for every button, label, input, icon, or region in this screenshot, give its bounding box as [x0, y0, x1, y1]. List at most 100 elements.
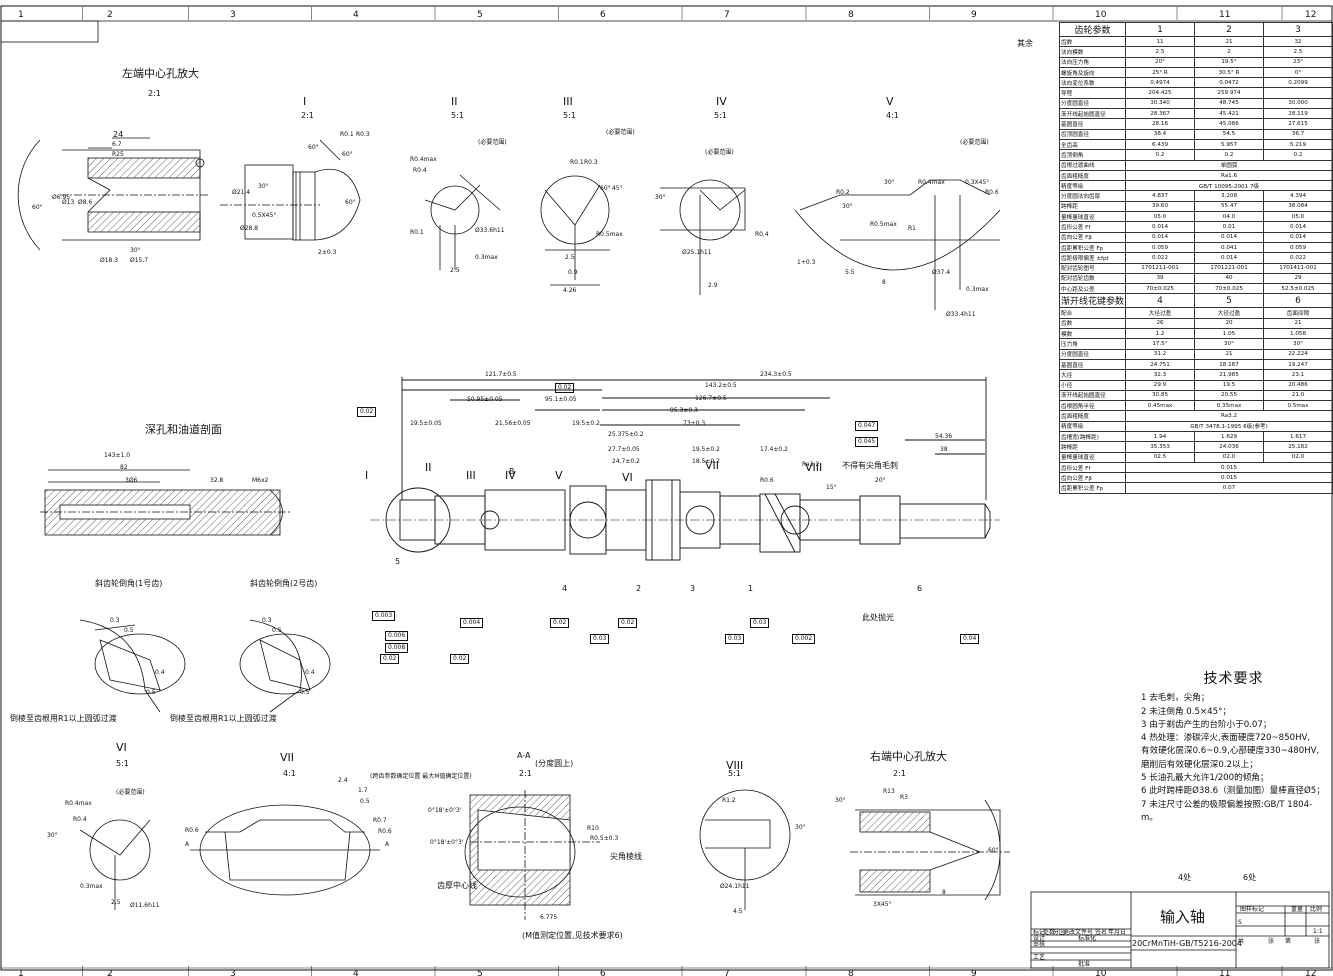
dim-label: 73±0.3: [683, 420, 706, 427]
tech-title: 技术要求: [1203, 671, 1264, 687]
dim-label: 30°: [47, 832, 58, 839]
dim-label: 60°: [32, 204, 43, 211]
table-cell: 21: [1263, 317, 1333, 330]
material-spec: 20CrMnTiH-GB/T5216-2004: [1132, 939, 1242, 948]
zone-number: 5: [477, 10, 483, 20]
table-cell: 齿根过渡曲线: [1059, 159, 1126, 171]
dim-label: 0°18'±0°3': [428, 807, 462, 814]
table-cell: 0.022: [1263, 252, 1333, 264]
dim-label: 30°: [655, 194, 666, 201]
deep-hole-section: [40, 469, 290, 536]
table-cell: 21: [1194, 35, 1264, 48]
table-cell: 量棒量球直径: [1059, 211, 1126, 223]
right-center-hole-scale: 2:1: [893, 769, 906, 778]
note-polish: 此处抛光: [862, 613, 894, 622]
tb-label: 设计: [1033, 935, 1046, 942]
dim-label: 60°: [600, 185, 611, 192]
dim-label: R0.3: [356, 131, 370, 138]
table-cell: 2.5: [1263, 46, 1333, 58]
helical-chamfer-2-title: 斜齿轮倒角(2号齿): [250, 579, 318, 588]
table-cell: 1701221-001: [1194, 262, 1264, 274]
dim-label: R0.5max: [870, 221, 897, 228]
table-cell: 20: [1194, 317, 1264, 330]
table-cell: 0.014: [1125, 221, 1195, 233]
table-cell: 齿向公差 Fβ: [1059, 472, 1126, 484]
view-II: [424, 174, 501, 270]
sharp-edge-label: 尖角棱线: [610, 852, 642, 861]
right-center-hole-view: [850, 799, 1010, 901]
dim-label: 54.36: [935, 433, 953, 440]
dim-label: R0.1: [340, 131, 354, 138]
tech-requirement-item: 1 去毛刺，尖角；: [1141, 693, 1210, 704]
dim-label: R0.4: [413, 167, 427, 174]
table-row: 配合大径过盈大径过盈齿面间隙: [1059, 307, 1333, 319]
dim-label: Ø6.95: [52, 194, 71, 201]
table-cell: 齿向公差 Fβ: [1059, 231, 1126, 243]
table-cell: 31.2: [1125, 348, 1195, 360]
table-cell: 渐开线起始圆直径: [1059, 108, 1126, 120]
dim-label: R0.6: [378, 828, 392, 835]
dim-label: Ø33.6h11: [475, 227, 505, 234]
table-cell: 0.059: [1125, 241, 1195, 254]
dim-label: 4.26: [563, 287, 577, 294]
dim-label: Ø18.3: [100, 257, 119, 264]
table-cell: 精度等级: [1059, 420, 1126, 432]
tb-label: 比例: [1310, 906, 1323, 913]
dim-label: 2.5: [565, 254, 575, 261]
table-cell: 45.421: [1194, 108, 1264, 120]
table-cell: 0.35max: [1194, 400, 1264, 412]
table-cell: 1.629: [1194, 430, 1264, 443]
zone-number: 1: [18, 969, 24, 976]
table-cell: 30.85: [1125, 389, 1195, 402]
view-VII: [190, 804, 380, 896]
dim-label: (必要范围): [960, 139, 989, 146]
table-cell: 0.2: [1263, 149, 1333, 161]
dim-label: 0.3: [262, 617, 272, 624]
view-I: [220, 139, 361, 241]
table-cell: GB/T 3478.1-1995 6级(参考): [1125, 420, 1333, 432]
callout-label: 3: [690, 584, 696, 593]
table-cell: 3.208: [1194, 190, 1264, 202]
tolerance-frame: 0.02: [357, 407, 377, 417]
dim-label: 2.4: [338, 777, 348, 784]
table-cell: 单圆弧: [1125, 159, 1333, 171]
table-cell: 2.5: [1125, 46, 1195, 58]
zone-number: 3: [230, 969, 236, 976]
tb-label: 标准化: [1078, 935, 1097, 942]
table-cell: 5.219: [1263, 138, 1333, 151]
table-cell: 1701211-001: [1125, 262, 1195, 274]
zone-number: 11: [1219, 969, 1230, 976]
table-cell: 38.4: [1125, 128, 1195, 140]
table-cell: 24.036: [1194, 441, 1264, 453]
view-ref-VIII: VIII: [805, 461, 823, 474]
table-cell: 30.000: [1263, 97, 1333, 110]
dim-label: 45°: [612, 185, 623, 192]
table-col-header: 2: [1194, 22, 1264, 37]
table-cell: 基圆直径: [1059, 358, 1126, 371]
table-cell: 11: [1125, 35, 1195, 48]
table-cell: 齿槽宽(跨棒距): [1059, 430, 1126, 443]
table-cell: 28.367: [1125, 108, 1195, 120]
tb-label: 批准: [1078, 961, 1091, 968]
table-cell: 0°: [1263, 66, 1333, 79]
view-IV-scale: 5:1: [714, 111, 727, 120]
table-cell: 32.3: [1125, 369, 1195, 381]
table-cell: 压力角: [1059, 338, 1126, 350]
section-AA: [464, 790, 600, 920]
table-cell: 48.745: [1194, 97, 1264, 110]
table-cell: 30.340: [1125, 97, 1195, 110]
dim-label: 60°: [342, 151, 353, 158]
table-cell: 45.086: [1194, 118, 1264, 130]
table-cell: 6.439: [1125, 138, 1195, 151]
zone-number: 6: [600, 10, 606, 20]
zone-number: 7: [724, 969, 730, 976]
table-cell: 30°: [1263, 338, 1333, 350]
dim-label: 0.3max: [475, 254, 498, 261]
table-cell: 52.5±0.025: [1263, 283, 1333, 295]
table-cell: 法向压力角: [1059, 56, 1126, 68]
